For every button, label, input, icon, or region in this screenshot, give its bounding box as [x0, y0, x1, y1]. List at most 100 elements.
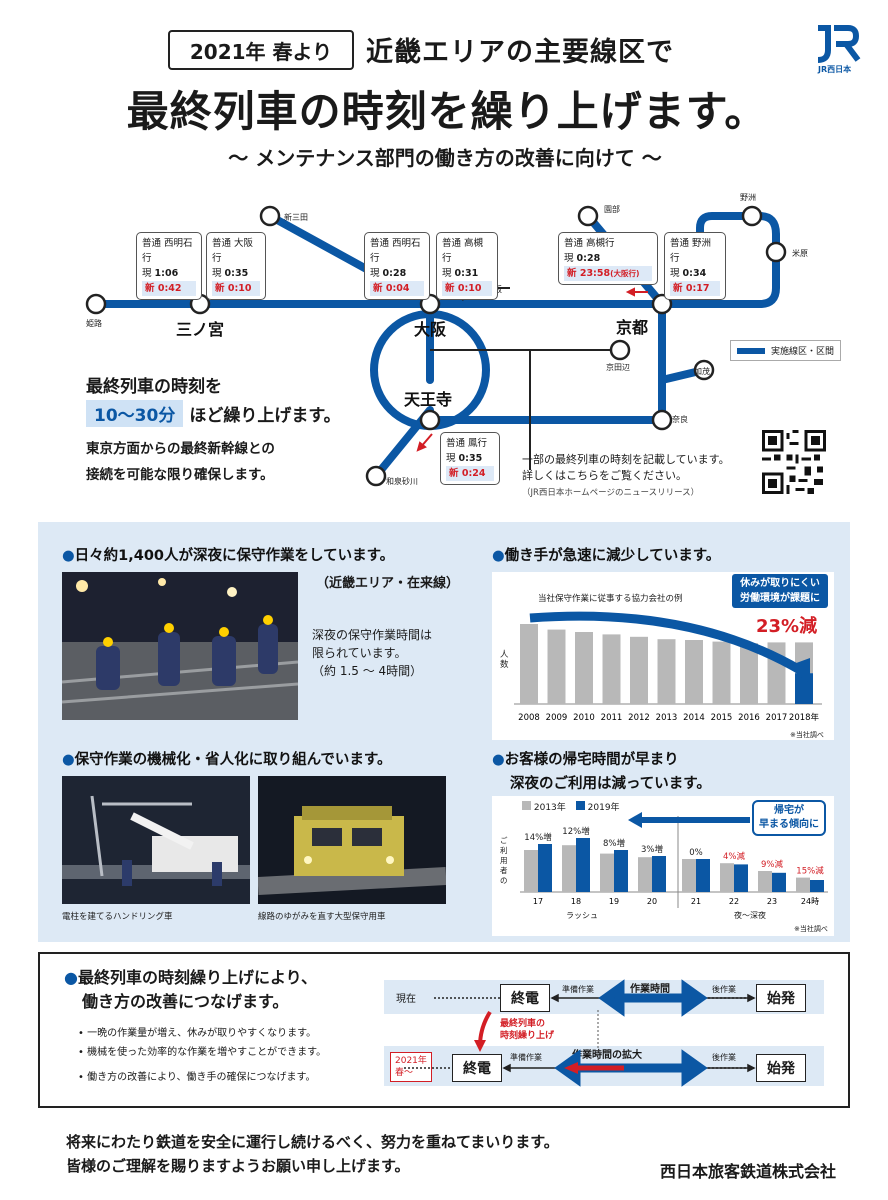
- station-kamo: 加茂: [694, 367, 710, 376]
- improvement-list: • 一晩の作業量が増え、休みが取りやすくなります。 • 機械を使った効率的な作業…: [78, 1024, 326, 1087]
- bar-2019: [576, 838, 590, 892]
- first-train-box-new: 始発: [756, 1054, 806, 1082]
- timetable-kyoto-east: 普通 野洲行 現 0:34 新 0:17: [664, 232, 726, 300]
- timetable-osaka-east: 普通 高槻行 現 0:31 新 0:10: [436, 232, 498, 300]
- section-workers-heading: ●日々約1,400人が深夜に保守作業をしています。: [62, 548, 395, 564]
- improvement-heading: ●最終列車の時刻繰り上げにより、 働き方の改善につなげます。: [64, 968, 318, 1011]
- jr-logo-icon: [817, 25, 861, 63]
- logo-text: JR西日本: [818, 65, 852, 74]
- legend-line-swatch: [737, 347, 765, 354]
- tick-label: 2016: [738, 713, 760, 723]
- handling-vehicle-photo: [62, 776, 250, 904]
- bar: [520, 624, 538, 704]
- qr-code-icon[interactable]: [762, 430, 826, 494]
- station-kyoto: 京都: [616, 318, 649, 337]
- shift-note: 最終列車の時刻繰り上げ: [500, 1019, 555, 1041]
- trend-arrow-head: [628, 812, 642, 828]
- post-label-new: 後作業: [712, 1053, 736, 1062]
- tick-label: 23: [767, 897, 777, 906]
- bar-2013: [524, 850, 538, 892]
- timeline-current-label: 現在: [396, 994, 416, 1005]
- bar-2013: [562, 845, 576, 892]
- bar-2013: [758, 871, 772, 892]
- night-group-label: 夜〜深夜: [734, 911, 766, 920]
- improvement-box: [38, 952, 850, 1108]
- bar-2019: [696, 859, 710, 892]
- bar: [657, 639, 676, 704]
- list-item: • 一晩の作業量が増え、休みが取りやすくなります。: [78, 1028, 317, 1039]
- year-badge: 2021年 春より: [168, 30, 354, 70]
- maintenance-vehicle-photo: [258, 776, 446, 904]
- station-izumisunagawa: 和泉砂川: [386, 477, 418, 486]
- map-message-3: 東京方面からの最終新幹線との 接続を可能な限り確保します。: [86, 441, 275, 483]
- tick-label: 17: [533, 897, 543, 906]
- prep-label-current: 準備作業: [562, 985, 594, 994]
- tick-label: 2013: [656, 713, 678, 723]
- map-message-2-rest: ほど繰り上げます。: [189, 406, 341, 426]
- bar: [685, 640, 703, 704]
- tick-label: 24時: [801, 897, 819, 906]
- bar: [712, 641, 731, 704]
- tick-label: 2015: [711, 713, 733, 723]
- post-label-current: 後作業: [712, 985, 736, 994]
- timetable-osaka-west: 普通 西明石行 現 0:28 新 0:04: [364, 232, 430, 300]
- bar-2019: [734, 864, 748, 892]
- work-time-label: 作業時間: [630, 984, 670, 995]
- company-name: 西日本旅客鉄道株式会社: [660, 1162, 837, 1181]
- bar-2013: [638, 857, 652, 892]
- bar-2013: [720, 863, 734, 892]
- handling-vehicle-caption: 電柱を建てるハンドリング車: [62, 912, 173, 922]
- station-tennoji: 天王寺: [404, 390, 453, 409]
- closing-message: 将来にわたり鉄道を安全に運行し続けるべく、努力を重ねてまいります。 皆様のご理解…: [66, 1133, 559, 1175]
- first-train-box-current: 始発: [756, 984, 806, 1012]
- timetable-sannomiya-west: 普通 西明石行 現 1:06 新 0:42: [136, 232, 202, 300]
- section-mechanization-heading: ●保守作業の機械化・省人化に取り組んでいます。: [62, 752, 392, 768]
- commute-source: ※当社調べ: [794, 925, 828, 933]
- tick-label: 19: [609, 897, 619, 906]
- work-hours-note: 深夜の保守作業時間は 限られています。 （約 1.5 〜 4時間）: [312, 628, 433, 678]
- page-title: 最終列車の時刻を繰り上げます。: [126, 87, 768, 136]
- workers-callout: 休みが取りにくい労働環境が課題に: [732, 574, 828, 608]
- tick-label: 21: [691, 897, 701, 906]
- tick-label: 2008: [518, 713, 540, 723]
- tick-label: 20: [647, 897, 657, 906]
- data-label: 0%: [689, 848, 703, 858]
- map-message-1: 最終列車の時刻を: [86, 377, 222, 397]
- tick-label: 2012: [628, 713, 650, 723]
- map-legend: 実施線区・区間: [730, 340, 842, 361]
- data-label: 3%増: [641, 844, 663, 855]
- commute-bar-chart: 1714%増1812%増198%増203%増210%224%減239%減24時1…: [520, 812, 828, 908]
- tick-label: 2011: [601, 713, 623, 723]
- list-item: • 機械を使った効率的な作業を増やすことができます。: [78, 1047, 327, 1058]
- bar: [547, 629, 566, 704]
- bar-2013: [682, 859, 696, 892]
- timeline-arrows: [404, 979, 756, 1087]
- timetable-sannomiya-east: 普通 大阪行 現 0:35 新 0:10: [206, 232, 266, 300]
- bar-2019: [652, 856, 666, 892]
- area-label: （近畿エリア・在来線）: [316, 576, 460, 591]
- trend-arrow: [529, 611, 803, 674]
- work-time-ext-label: 作業時間の拡大: [572, 1050, 642, 1061]
- header-subtitle: 近畿エリアの主要線区で: [366, 37, 674, 68]
- station-himeji: 姫路: [86, 319, 102, 328]
- bar-2019: [810, 880, 824, 892]
- workers-chart-ylabel: 人数: [500, 650, 509, 670]
- data-label: 14%増: [524, 832, 551, 843]
- bar-2019: [772, 872, 786, 892]
- legend-label: 実施線区・区間: [771, 347, 835, 357]
- tick-label: 18: [571, 897, 581, 906]
- station-kyotanabe: 京田辺: [606, 363, 630, 372]
- rush-group-label: ラッシュ: [566, 911, 598, 920]
- bar: [602, 634, 621, 704]
- station-maibara: 米原: [792, 249, 808, 258]
- trend-arrow-head: [788, 658, 810, 684]
- bar-2019: [538, 844, 552, 892]
- bar-2013: [796, 877, 810, 892]
- tick-label: 2014: [683, 713, 705, 723]
- workers-source: ※当社調べ: [790, 731, 824, 739]
- data-label: 4%減: [723, 851, 745, 862]
- tick-label: 2010: [573, 713, 595, 723]
- data-label: 12%増: [562, 826, 589, 837]
- station-sannomiya: 三ノ宮: [176, 320, 225, 339]
